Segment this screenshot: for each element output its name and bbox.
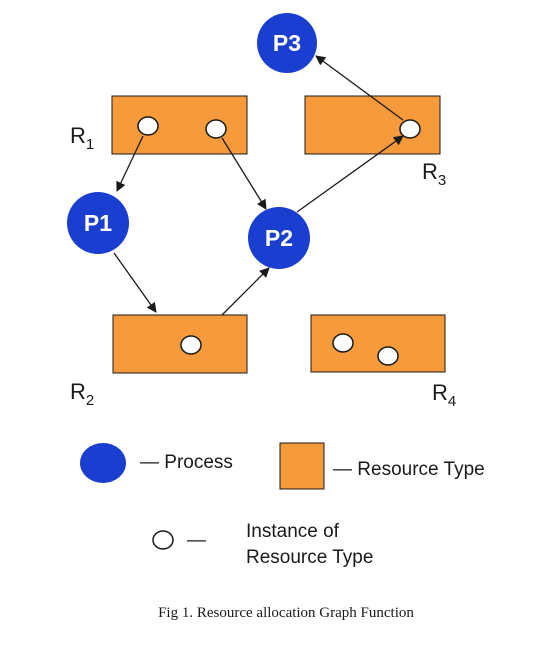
resource-r1-instance-2 bbox=[205, 119, 227, 139]
edge-r2-to-p2 bbox=[221, 267, 270, 316]
resource-r2-label: R2 bbox=[70, 379, 94, 409]
legend-instance-dash: — bbox=[187, 530, 206, 551]
legend-resource-label: — Resource Type bbox=[333, 459, 485, 480]
resource-r1: R1 bbox=[70, 95, 248, 155]
process-p3-node bbox=[257, 13, 317, 73]
resource-r1-instance-1 bbox=[137, 116, 159, 136]
legend-process-label: — Process bbox=[140, 452, 233, 473]
resource-r3-instance-1 bbox=[399, 119, 421, 139]
process-p1-node bbox=[67, 192, 129, 254]
process-p2-node bbox=[248, 207, 310, 269]
edge-r3-to-p3 bbox=[315, 55, 404, 121]
process-p3: P3 bbox=[257, 13, 317, 73]
resource-r4-instance-2 bbox=[377, 346, 399, 366]
legend-instance-icon bbox=[152, 530, 174, 550]
legend-resource-icon bbox=[279, 442, 325, 490]
resource-r4-box bbox=[310, 314, 446, 373]
legend-process-icon bbox=[80, 443, 126, 483]
resource-r4-label: R4 bbox=[432, 380, 456, 410]
process-p2: P2 bbox=[248, 207, 310, 269]
edges bbox=[113, 55, 404, 316]
legend-instance-label-line2: Resource Type bbox=[246, 547, 373, 568]
process-p3-label: P3 bbox=[273, 30, 301, 56]
process-p1-label: P1 bbox=[84, 210, 112, 236]
legend-instance-label-line1: Instance of bbox=[246, 521, 340, 542]
resource-r3: R3 bbox=[304, 95, 446, 189]
figure-caption: Fig 1. Resource allocation Graph Functio… bbox=[158, 605, 414, 621]
resource-r2-instance-1 bbox=[180, 335, 202, 355]
resource-r4: R4 bbox=[310, 314, 456, 410]
resource-r1-label: R1 bbox=[70, 123, 94, 153]
edge-p1-to-r2 bbox=[113, 252, 157, 313]
edge-r1-to-p1 bbox=[116, 135, 144, 192]
process-p1: P1 bbox=[67, 192, 129, 254]
edge-p2-to-r3 bbox=[296, 135, 404, 213]
resource-r4-instance-1 bbox=[332, 333, 354, 353]
resource-r2-box bbox=[112, 314, 248, 374]
process-p2-label: P2 bbox=[265, 225, 293, 251]
legend: — Process — Resource Type — Instance of … bbox=[80, 442, 485, 568]
edge-r1-to-p2 bbox=[221, 137, 267, 210]
resource-r2: R2 bbox=[70, 314, 248, 409]
resource-r3-label: R3 bbox=[422, 159, 446, 189]
